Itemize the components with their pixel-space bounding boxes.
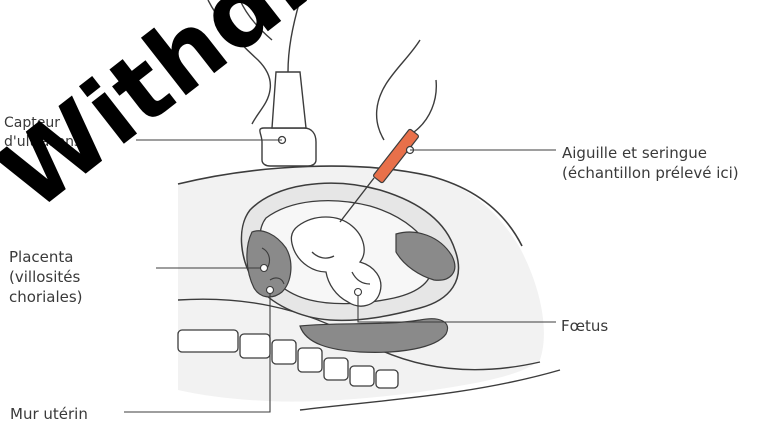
label-transducer-line-2: d'ultrasons — [4, 133, 81, 152]
label-placenta-line-2: (villosités — [9, 267, 83, 287]
label-needle-line-1: Aiguille et seringue — [562, 143, 739, 163]
label-placenta: Placenta (villosités choriales) — [9, 247, 83, 307]
fetus-marker — [355, 289, 362, 296]
label-fetus: Fœtus — [561, 316, 608, 336]
syringe-hand — [377, 40, 437, 140]
label-uterine-wall: Mur utérin — [10, 404, 88, 424]
transducer-body — [272, 72, 306, 128]
label-needle-syringe: Aiguille et seringue (échantillon prélev… — [562, 143, 739, 183]
transducer-head — [260, 128, 316, 166]
label-transducer-line-1: Capteur — [4, 114, 81, 133]
label-placenta-line-3: choriales) — [9, 287, 83, 307]
transducer-cable — [288, 0, 300, 72]
label-placenta-line-1: Placenta — [9, 247, 83, 267]
placenta-marker — [261, 265, 268, 272]
uterine-wall-marker — [267, 287, 274, 294]
label-needle-line-2: (échantillon prélevé ici) — [562, 163, 739, 183]
transducer-hand — [208, 0, 272, 124]
transducer — [208, 0, 316, 166]
label-transducer: Capteur d'ultrasons — [4, 114, 81, 152]
